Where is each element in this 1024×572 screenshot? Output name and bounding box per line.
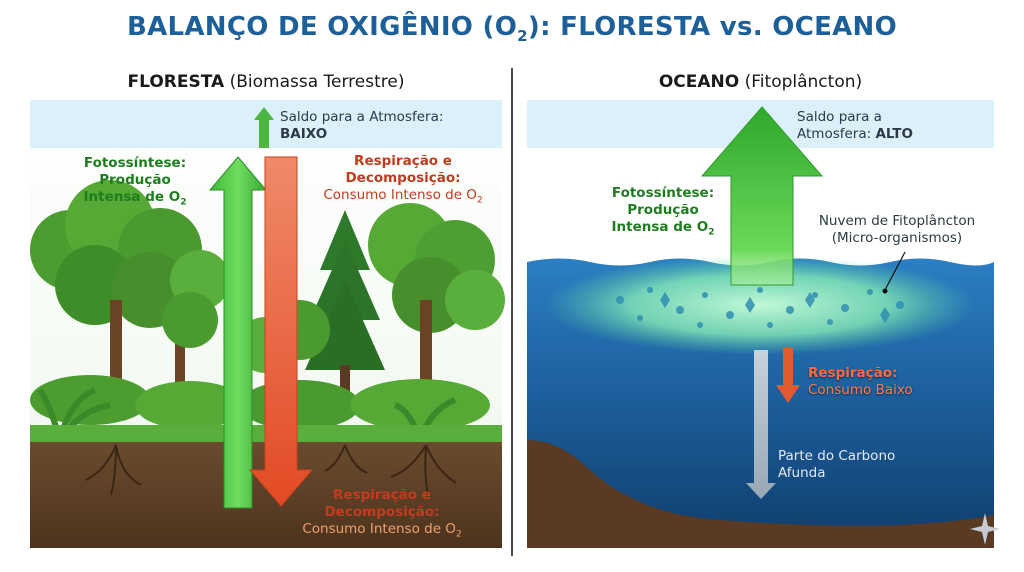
- ocean-heading: OCEANO (Fitoplâncton): [658, 72, 863, 92]
- forest-heading: FLORESTA (Biomassa Terrestre): [127, 72, 405, 92]
- phytoplankton: [616, 287, 904, 328]
- panel-divider: [511, 68, 513, 556]
- ocean-respiration-arrow: [776, 348, 800, 403]
- page-title: BALANÇO DE OXIGÊNIO (O2): FLORESTA vs. O…: [126, 12, 898, 46]
- ocean-seabed: [527, 440, 994, 548]
- forest-balance-label: Saldo para a Atmosfera:BAIXO: [280, 109, 444, 142]
- forest-photosynthesis-arrow: [208, 156, 268, 509]
- carbon-sink-arrow: [746, 350, 776, 499]
- sparkle-icon: [970, 513, 1000, 545]
- forest-roots: [85, 444, 457, 496]
- cloud-callout-line: [884, 251, 906, 291]
- ocean-photosynthesis-arrow: [700, 106, 824, 286]
- forest-balance-arrow: [254, 107, 274, 148]
- forest-respiration-arrow: [248, 156, 314, 507]
- ocean-respiration-label: Respiração:Consumo Baixo: [808, 365, 913, 398]
- phytoplankton-cloud: [545, 255, 975, 355]
- phytoplankton-cloud-label: Nuvem de Fitoplâncton(Micro-organismos): [818, 213, 976, 246]
